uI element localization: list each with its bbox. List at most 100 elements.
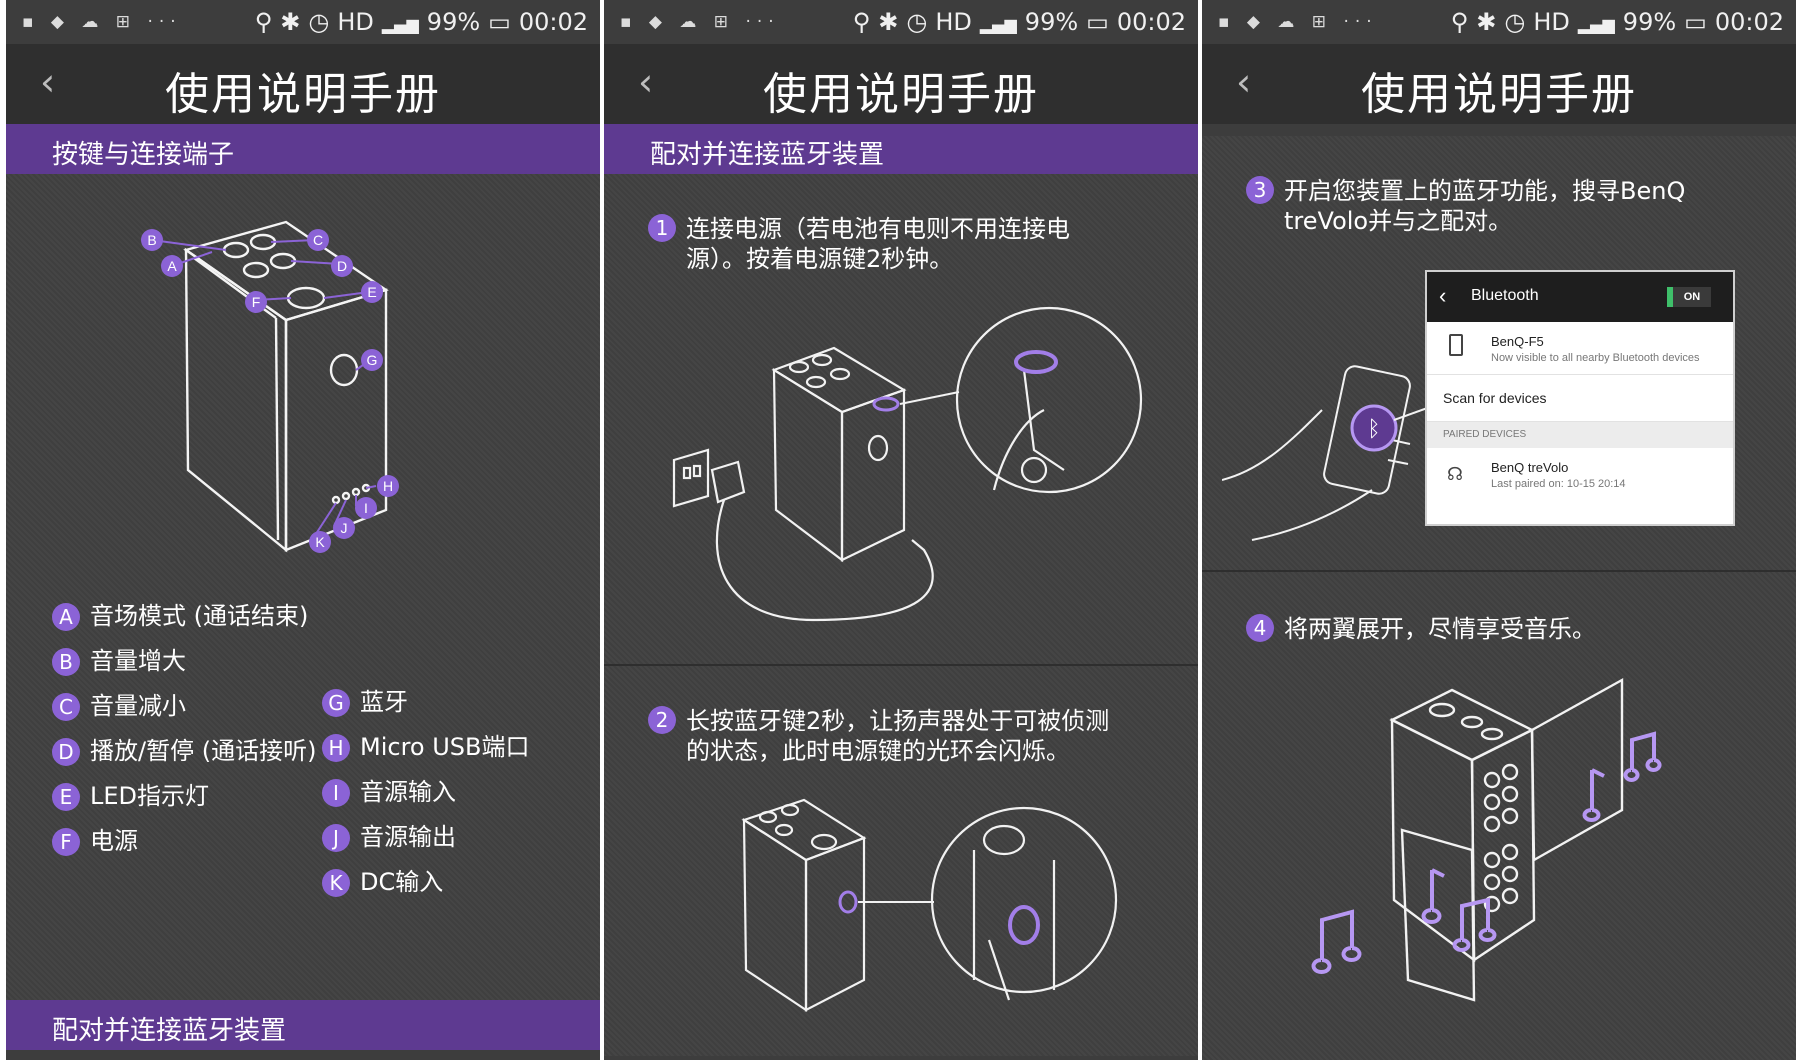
section-header-buttons: 按键与连接端子 bbox=[6, 124, 600, 174]
callout-A: A bbox=[167, 258, 177, 274]
music-note-icon bbox=[1311, 909, 1362, 974]
device-visibility: Now visible to all nearby Bluetooth devi… bbox=[1491, 352, 1700, 364]
bluetooth-icon: ✱ bbox=[280, 8, 301, 36]
legend-label: LED指示灯 bbox=[90, 782, 210, 810]
power-connection-illustration bbox=[672, 306, 1143, 622]
step-line: 将两翼展开，尽情享受音乐。 bbox=[1284, 615, 1596, 643]
bluetooth-title: Bluetooth bbox=[1471, 287, 1539, 304]
scan-row[interactable]: Scan for devices bbox=[1427, 375, 1733, 422]
step4-area bbox=[1202, 572, 1796, 1060]
alarm-icon: ◷ bbox=[308, 8, 330, 36]
panel-pairing-continued: ▪ ◆ ☁ ⊞ ··· ⚲✱◷HD▂▄▆99%▭00:02 ‹ 使用说明手册 3… bbox=[1202, 0, 1796, 1060]
paired-header-text: PAIRED DEVICES bbox=[1443, 429, 1527, 440]
music-note-icon bbox=[1582, 768, 1605, 822]
legend-label: DC输入 bbox=[360, 868, 444, 896]
unfolded-speaker-illustration bbox=[1311, 677, 1662, 1002]
step-line: 长按蓝牙键2秒，让扬声器处于可被侦测 bbox=[686, 707, 1110, 735]
legend-label: 电源 bbox=[90, 827, 138, 855]
signal-icon: ▂▄▆ bbox=[979, 15, 1017, 34]
status-bar: ▪ ◆ ☁ ⊞ ··· ⚲✱◷HD▂▄▆99%▭00:02 bbox=[1202, 0, 1796, 44]
legend-label: 音量增大 bbox=[90, 647, 186, 675]
legend-item-B: B 音量增大 bbox=[52, 641, 186, 676]
back-chevron-icon[interactable]: ‹ bbox=[40, 60, 56, 104]
step-number: 1 bbox=[648, 214, 676, 242]
title-bar: ‹ 使用说明手册 bbox=[6, 44, 600, 124]
status-bar: ▪ ◆ ☁ ⊞ ··· ⚲✱◷HD▂▄▆99%▭00:02 bbox=[604, 0, 1198, 44]
divider bbox=[604, 664, 1198, 666]
legend-item-E: E LED指示灯 bbox=[52, 776, 209, 811]
step-text: 长按蓝牙键2秒，让扬声器处于可被侦测的状态，此时电源键的光环会闪烁。 bbox=[686, 706, 1109, 766]
signal-icon: ▂▄▆ bbox=[1577, 15, 1615, 34]
location-icon: ⚲ bbox=[852, 8, 871, 36]
paired-device-row[interactable]: ☊ BenQ treVolo Last paired on: 10-15 20:… bbox=[1427, 448, 1733, 502]
section-title: 按键与连接端子 bbox=[52, 140, 235, 170]
legend-item-K: K DC输入 bbox=[322, 862, 443, 897]
back-icon[interactable]: ‹ bbox=[1439, 283, 1447, 308]
legend-label: 蓝牙 bbox=[360, 688, 408, 716]
step-number: 4 bbox=[1246, 614, 1274, 642]
hand-holding-phone-illustration: ᛒ bbox=[1222, 365, 1445, 541]
callout-B: B bbox=[147, 232, 156, 248]
section-title: 配对并连接蓝牙装置 bbox=[650, 140, 885, 170]
legend-item-I: I 音源输入 bbox=[322, 772, 456, 807]
bluetooth-header: ‹ Bluetooth ON bbox=[1427, 272, 1733, 322]
callout-I: I bbox=[364, 500, 368, 516]
step-number: 3 bbox=[1246, 176, 1274, 204]
paired-devices-header: PAIRED DEVICES bbox=[1427, 422, 1733, 448]
scan-for-devices[interactable]: Scan for devices bbox=[1443, 390, 1547, 406]
network-label: HD bbox=[935, 8, 972, 36]
music-note-icon bbox=[1452, 897, 1497, 952]
legend-key: I bbox=[322, 779, 350, 807]
section-header-pairing: 配对并连接蓝牙装置 bbox=[604, 124, 1198, 174]
page-title: 使用说明手册 bbox=[763, 69, 1039, 120]
own-device-row: BenQ-F5 Now visible to all nearby Blueto… bbox=[1427, 322, 1733, 375]
bluetooth-button-illustration bbox=[741, 798, 1118, 1013]
legend-key: B bbox=[52, 648, 80, 676]
callout-J: J bbox=[341, 520, 348, 536]
title-bar: ‹ 使用说明手册 bbox=[604, 44, 1198, 124]
battery-icon: ▭ bbox=[1086, 8, 1109, 36]
bluetooth-icon: ✱ bbox=[878, 8, 899, 36]
back-chevron-icon[interactable]: ‹ bbox=[638, 60, 654, 104]
content-area bbox=[6, 174, 600, 1000]
battery-icon: ▭ bbox=[1684, 8, 1707, 36]
section-header-pairing[interactable]: 配对并连接蓝牙装置 bbox=[6, 1000, 600, 1050]
battery-percent: 99% bbox=[426, 8, 481, 36]
notification-icons: ▪ ◆ ☁ ⊞ ··· bbox=[22, 12, 182, 32]
callout-E: E bbox=[367, 284, 376, 300]
legend-label: 音源输入 bbox=[360, 778, 456, 806]
alarm-icon: ◷ bbox=[1504, 8, 1526, 36]
bluetooth-toggle[interactable]: ON bbox=[1667, 287, 1711, 307]
divider bbox=[1202, 570, 1796, 572]
page-title: 使用说明手册 bbox=[165, 69, 441, 120]
status-right: ⚲✱◷HD▂▄▆99%▭00:02 bbox=[247, 8, 588, 36]
legend-label: 音量减小 bbox=[90, 692, 186, 720]
title-bar: ‹ 使用说明手册 bbox=[1202, 44, 1796, 124]
callout-labels: B A C D E F G H I J K bbox=[141, 229, 399, 553]
legend-key: E bbox=[52, 783, 80, 811]
legend-key: D bbox=[52, 738, 80, 766]
legend-key: F bbox=[52, 828, 80, 856]
callout-K: K bbox=[315, 534, 325, 550]
legend-item-F: F 电源 bbox=[52, 821, 138, 856]
step-text: 将两翼展开，尽情享受音乐。 bbox=[1284, 614, 1596, 644]
device-name: BenQ-F5 bbox=[1491, 334, 1544, 349]
legend-key: G bbox=[322, 689, 350, 717]
legend-key: K bbox=[322, 869, 350, 897]
status-right: ⚲✱◷HD▂▄▆99%▭00:02 bbox=[1443, 8, 1784, 36]
panel-buttons-and-ports: ▪ ◆ ☁ ⊞ ··· ⚲✱◷HD▂▄▆99%▭00:02 ‹ 使用说明手册 按… bbox=[6, 0, 600, 1060]
page-title: 使用说明手册 bbox=[1361, 69, 1637, 120]
callout-F: F bbox=[252, 294, 261, 310]
music-note-icon bbox=[1421, 868, 1445, 924]
step2-area bbox=[604, 666, 1198, 1056]
callout-G: G bbox=[367, 352, 378, 368]
legend-label: Micro USB端口 bbox=[360, 733, 530, 761]
battery-percent: 99% bbox=[1622, 8, 1677, 36]
back-chevron-icon[interactable]: ‹ bbox=[1236, 60, 1252, 104]
step-line: 源）。按着电源键2秒钟。 bbox=[686, 245, 954, 273]
callout-D: D bbox=[337, 258, 347, 274]
